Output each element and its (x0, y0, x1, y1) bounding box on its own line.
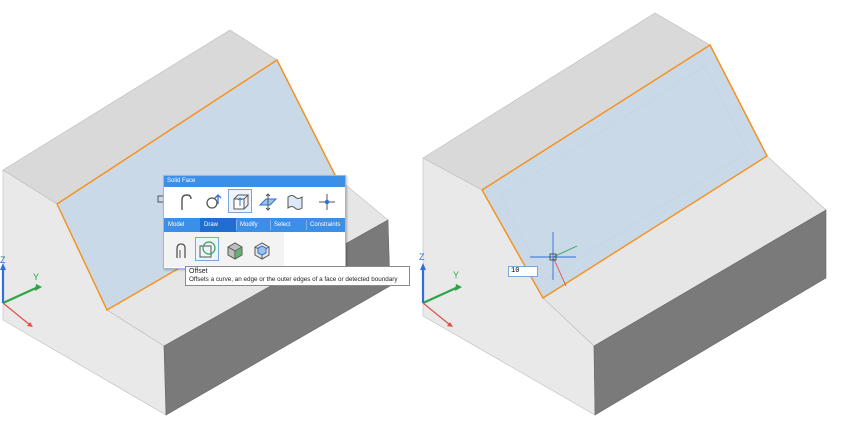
ucs-right-y-label: Y (453, 270, 460, 280)
ucs-left-z-label: Z (0, 255, 6, 265)
ucs-icon-right (420, 263, 462, 327)
gizmo-move-icon[interactable] (314, 189, 338, 213)
tab-model[interactable]: Model (168, 222, 185, 228)
move-face-icon[interactable] (255, 189, 279, 213)
offset-preview-outline (499, 65, 749, 281)
ucs-right-z-label: Z (419, 252, 425, 262)
command-tooltip: Offset Offsets a curve, an edge or the o… (185, 266, 410, 286)
quad-menu-row2 (164, 232, 284, 267)
extrude-box-icon[interactable] (228, 189, 252, 213)
arc-offset-icon[interactable] (168, 237, 192, 261)
box-shell-icon[interactable] (249, 237, 273, 261)
right-selected-edge-bottom (481, 155, 768, 299)
box-face-icon[interactable] (222, 237, 246, 261)
quad-menu[interactable]: Solid Face Model Draw Modify Select (163, 175, 346, 269)
dynamic-input-field[interactable]: 10 (508, 266, 538, 277)
left-selected-edge-top (56, 58, 337, 205)
offset-icon[interactable] (195, 237, 219, 261)
tab-separator (306, 220, 307, 230)
fillet-curve-icon[interactable] (174, 189, 198, 213)
tooltip-description: Offsets a curve, an edge or the outer ed… (189, 276, 398, 283)
revolve-icon[interactable] (201, 189, 225, 213)
surface-icon[interactable] (282, 189, 306, 213)
tab-constraints[interactable]: Constraints (310, 222, 341, 228)
quad-menu-title: Solid Face (164, 176, 345, 187)
tooltip-title: Offset (189, 268, 208, 275)
tab-modify[interactable]: Modify (240, 222, 258, 228)
ucs-left-y-label: Y (33, 272, 40, 282)
tab-separator (236, 220, 237, 230)
quad-menu-tabs: Model Draw Modify Select Constraints (164, 218, 345, 232)
cursor-crosshair (530, 232, 578, 287)
tab-separator (270, 220, 271, 230)
tab-select[interactable]: Select (274, 222, 291, 228)
ucs-icon-left (0, 263, 42, 327)
right-selected-edge-top (481, 43, 768, 191)
tab-draw[interactable]: Draw (200, 218, 236, 232)
right-solid-side-face[interactable] (593, 209, 827, 416)
